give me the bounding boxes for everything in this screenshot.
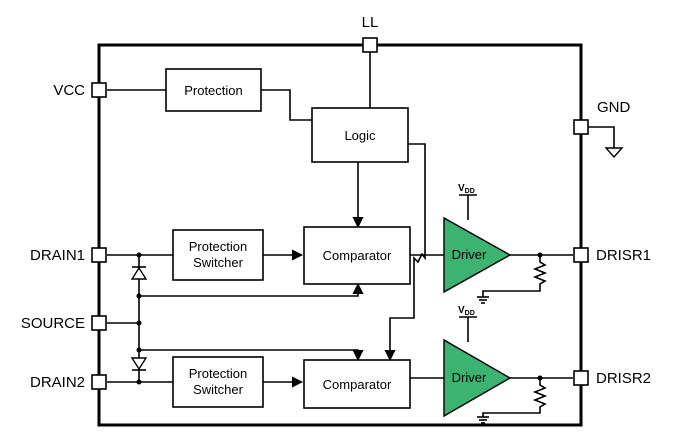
- pin-gnd: [573, 119, 589, 135]
- chip-outline: [97, 43, 583, 427]
- logic-block: [311, 107, 409, 163]
- logic-label: Logic: [344, 128, 376, 143]
- protection-switcher-2: [172, 356, 264, 408]
- wire-logic-comparator2: [384, 143, 426, 362]
- protection-switcher-1: [172, 229, 264, 281]
- switcher2-label-line1: Protection: [189, 366, 248, 381]
- wire-feed-comparator2: [139, 349, 364, 362]
- wire-feed-comparator1: [139, 282, 364, 297]
- comparator1-label: Comparator: [323, 248, 392, 263]
- pin-drisr2: [573, 370, 589, 386]
- pin-vcc: [91, 82, 107, 98]
- driver2-label: Driver: [452, 370, 487, 385]
- resistor-2: [482, 378, 548, 417]
- switcher1-label-line1: Protection: [189, 239, 248, 254]
- protection-block: [165, 68, 262, 112]
- pin-ll: [362, 37, 378, 53]
- pin-drain2: [91, 374, 107, 390]
- wire-gnd: [586, 126, 615, 148]
- wire-protection-logic: [261, 89, 312, 121]
- resistor-1: [482, 255, 548, 297]
- driver-1: [443, 216, 512, 294]
- pin-drisr1: [573, 247, 589, 263]
- protection-label: Protection: [184, 83, 243, 98]
- diode-lower: [130, 357, 148, 371]
- pin-drain1-label: DRAIN1: [30, 247, 85, 264]
- ground-icon: [604, 147, 624, 159]
- pin-drisr2-label: DRISR2: [596, 370, 651, 387]
- diode-upper: [130, 266, 148, 280]
- pin-drisr1-label: DRISR1: [596, 247, 651, 264]
- pin-ll-label: LL: [362, 14, 379, 31]
- comparator-1: [303, 226, 411, 285]
- switcher2-label-line2: Switcher: [193, 382, 244, 397]
- pin-source-label: SOURCE: [21, 315, 85, 332]
- comparator2-label: Comparator: [323, 377, 392, 392]
- driver-2: [443, 338, 512, 418]
- pin-source: [91, 315, 107, 331]
- driver1-label: Driver: [452, 247, 487, 262]
- pin-drain1: [91, 247, 107, 263]
- pin-drain2-label: DRAIN2: [30, 374, 85, 391]
- pin-gnd-label: GND: [597, 99, 631, 116]
- switcher1-label-line2: Switcher: [193, 255, 244, 270]
- vdd1-label: VDD: [458, 183, 475, 195]
- vdd2-label: VDD: [458, 305, 475, 317]
- pin-vcc-label: VCC: [53, 82, 85, 99]
- comparator-2: [303, 359, 411, 409]
